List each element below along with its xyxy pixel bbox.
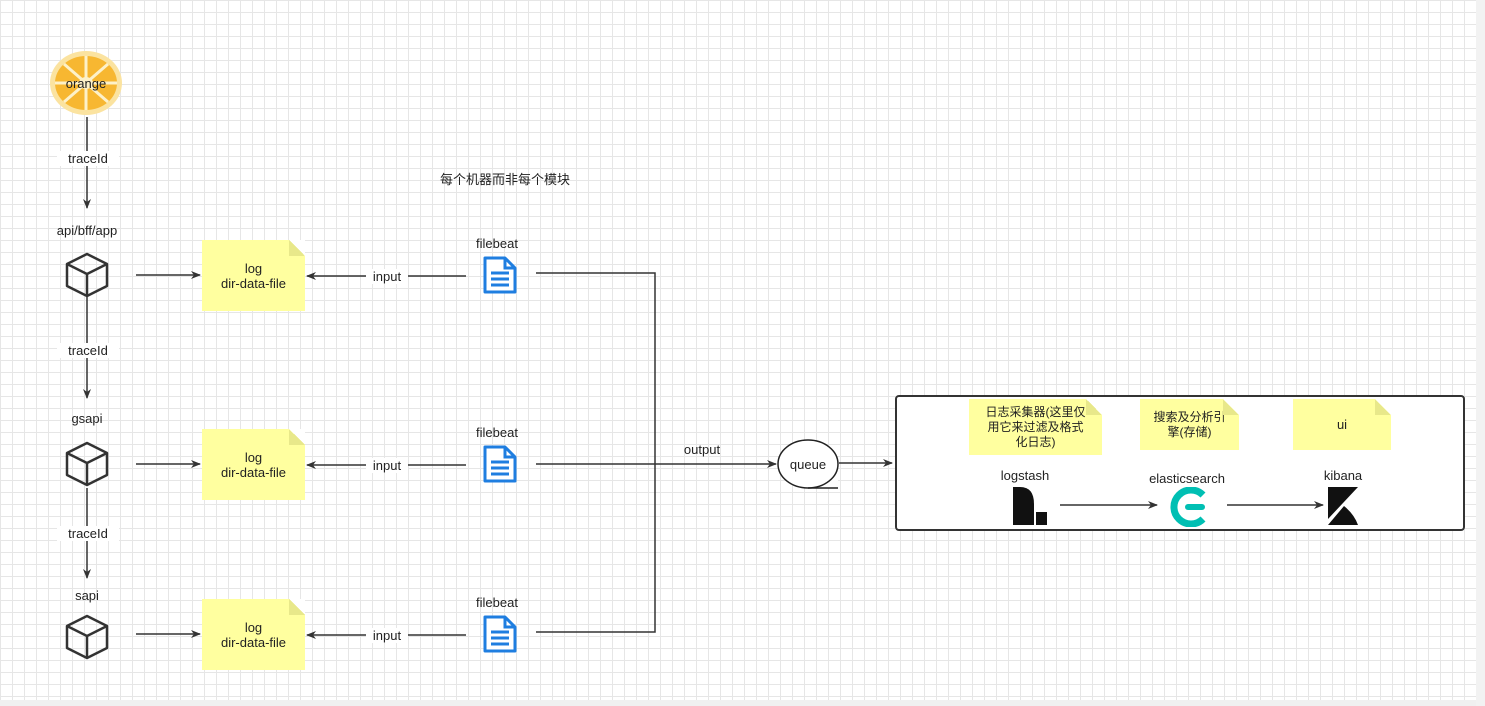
logstash-label: logstash [1000, 468, 1050, 483]
note-fold [1375, 399, 1391, 415]
logstash-logo[interactable] [1012, 486, 1048, 526]
input-label: input [366, 628, 408, 643]
log-note-text: log dir-data-file [220, 449, 287, 480]
horizontal-scrollbar[interactable] [0, 700, 1476, 706]
note-fold [289, 429, 305, 445]
sapi-label: sapi [75, 588, 99, 603]
orange-label: orange [65, 76, 107, 91]
cube-icon[interactable] [64, 441, 110, 487]
gsapi-label: gsapi [71, 411, 103, 426]
top-annotation: 每个机器而非每个模块 [439, 172, 570, 187]
log-note-text: log dir-data-file [220, 619, 287, 650]
traceid-label-1: traceId [57, 151, 119, 166]
log-note[interactable]: log dir-data-file [202, 429, 305, 500]
api-label: api/bff/app [56, 223, 118, 238]
cube-icon[interactable] [64, 252, 110, 298]
traceid-label-3: traceId [57, 526, 119, 541]
cube-icon[interactable] [64, 614, 110, 660]
edge-filebeat3-output [536, 464, 656, 633]
document-icon[interactable] [482, 615, 518, 653]
document-icon[interactable] [482, 445, 518, 483]
kibana-label: kibana [1323, 468, 1363, 483]
logstash-desc-note[interactable]: 日志采集器(这里仅 用它来过滤及格式 化日志) [969, 399, 1102, 455]
queue-shape [777, 439, 839, 489]
document-icon[interactable] [482, 256, 518, 294]
es-desc-note[interactable]: 搜索及分析引 擎(存储) [1140, 399, 1239, 450]
input-label: input [366, 458, 408, 473]
note-fold [1086, 399, 1102, 415]
elasticsearch-logo[interactable] [1170, 487, 1210, 527]
traceid-label-2: traceId [57, 343, 119, 358]
output-label: output [683, 442, 721, 457]
input-label: input [366, 269, 408, 284]
orange-icon[interactable] [49, 50, 123, 116]
elasticsearch-label: elasticsearch [1149, 471, 1225, 486]
log-note-text: log dir-data-file [220, 260, 287, 291]
filebeat-label: filebeat [476, 595, 518, 610]
ui-note[interactable]: ui [1293, 399, 1391, 450]
ui-note-text: ui [1336, 417, 1348, 432]
edge-filebeat1-output [536, 272, 656, 464]
queue-label: queue [789, 457, 827, 472]
logstash-desc-text: 日志采集器(这里仅 用它来过滤及格式 化日志) [985, 404, 1086, 449]
log-note[interactable]: log dir-data-file [202, 599, 305, 670]
note-fold [1223, 399, 1239, 415]
kibana-logo[interactable] [1326, 486, 1360, 526]
note-fold [289, 599, 305, 615]
log-note[interactable]: log dir-data-file [202, 240, 305, 311]
filebeat-label: filebeat [476, 425, 518, 440]
filebeat-label: filebeat [476, 236, 518, 251]
vertical-scrollbar[interactable] [1476, 0, 1485, 706]
note-fold [289, 240, 305, 256]
es-desc-text: 搜索及分析引 擎(存储) [1153, 409, 1226, 439]
